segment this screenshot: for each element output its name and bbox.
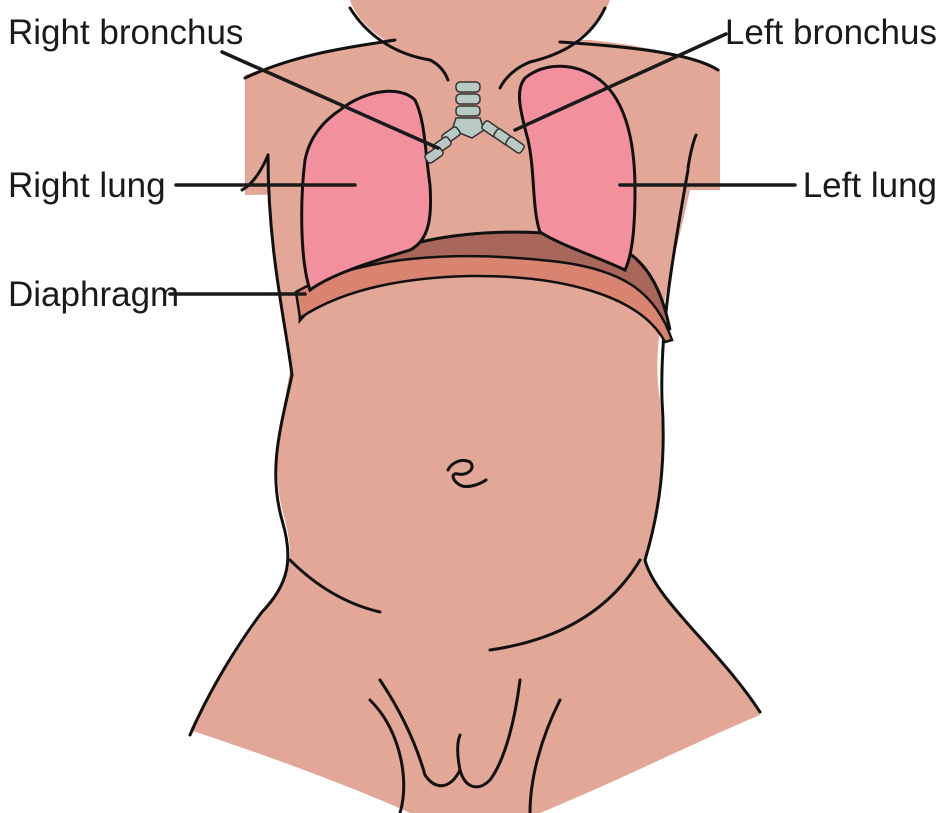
label-diaphragm: Diaphragm xyxy=(8,275,179,314)
label-left-bronchus: Left bronchus xyxy=(725,13,937,52)
label-right-bronchus: Right bronchus xyxy=(8,13,243,52)
label-left-lung: Left lung xyxy=(803,166,937,205)
trachea-ring-3 xyxy=(456,106,480,116)
trachea-ring-1 xyxy=(456,82,480,92)
trachea-ring-2 xyxy=(456,94,480,104)
label-right-lung: Right lung xyxy=(8,166,166,205)
